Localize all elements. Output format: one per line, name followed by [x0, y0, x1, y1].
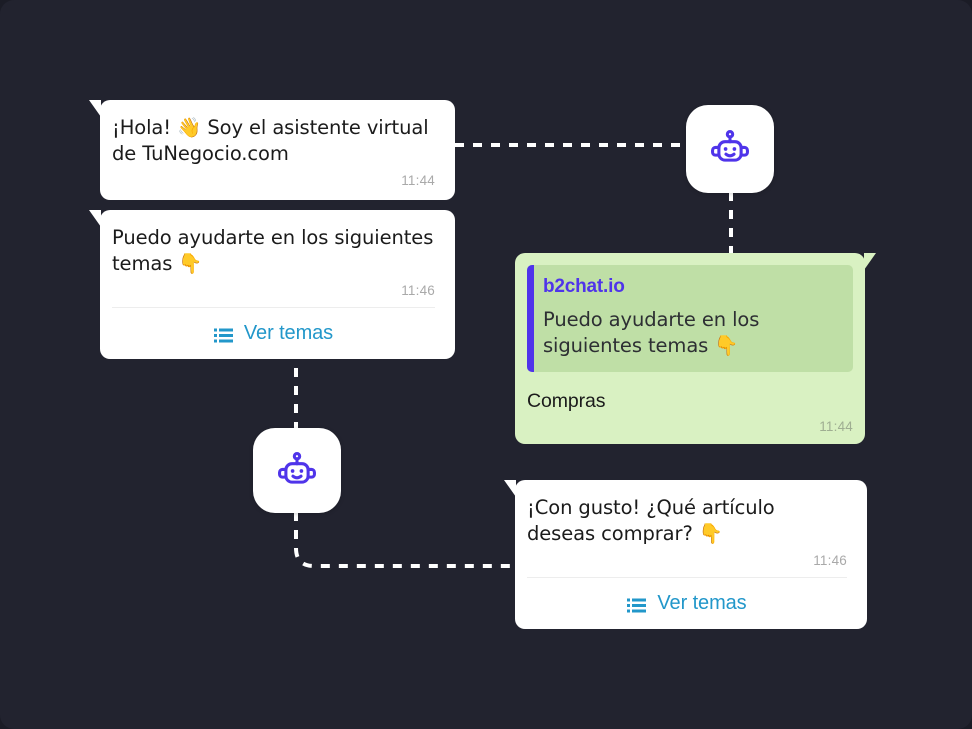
- connector-bot-to-prompt: [294, 512, 515, 568]
- message-bubble-topics-offer: Puedo ayudarte en los siguientes temas 👇…: [89, 210, 455, 359]
- message-timestamp: 11:44: [819, 419, 853, 434]
- message-bubble-greeting: ¡Hola! 👋 Soy el asistente virtual de TuN…: [89, 100, 455, 200]
- action-divider: [112, 307, 435, 308]
- bubble-tail: [504, 480, 516, 497]
- list-icon: [627, 596, 647, 613]
- message-text: Puedo ayudarte en los siguientes temas 👇: [112, 226, 434, 275]
- message-text: Compras: [527, 390, 606, 412]
- bubble-tail: [89, 210, 101, 227]
- ver-temas-button[interactable]: Ver temas: [112, 308, 435, 349]
- bot-badge-bottom[interactable]: [253, 428, 341, 513]
- bubble-tail: [89, 100, 101, 117]
- message-bubble-purchase-prompt: ¡Con gusto! ¿Qué artículo deseas comprar…: [504, 480, 867, 629]
- ver-temas-label: Ver temas: [657, 592, 747, 614]
- robot-icon: [278, 451, 316, 484]
- message-text: ¡Hola! 👋 Soy el asistente virtual de TuN…: [112, 116, 429, 165]
- quote-accent-bar: [527, 265, 534, 372]
- ver-temas-button[interactable]: Ver temas: [527, 578, 847, 619]
- bot-badge-top[interactable]: [686, 105, 774, 193]
- bubble-tail: [864, 253, 876, 270]
- action-divider: [527, 577, 847, 578]
- message-bubble-user-reply: b2chat.io Puedo ayudarte en los siguient…: [515, 253, 876, 444]
- ver-temas-label: Ver temas: [243, 322, 334, 344]
- robot-icon: [711, 130, 749, 162]
- message-timestamp: 11:46: [813, 553, 847, 568]
- quoted-message[interactable]: b2chat.io Puedo ayudarte en los siguient…: [527, 265, 853, 372]
- message-timestamp: 11:44: [401, 173, 435, 188]
- message-text: ¡Con gusto! ¿Qué artículo deseas comprar…: [527, 496, 775, 545]
- message-timestamp: 11:46: [401, 283, 435, 298]
- quote-text: Puedo ayudarte en los siguientes temas 👇: [543, 308, 760, 357]
- quote-author: b2chat.io: [543, 276, 625, 297]
- list-icon: [213, 326, 233, 343]
